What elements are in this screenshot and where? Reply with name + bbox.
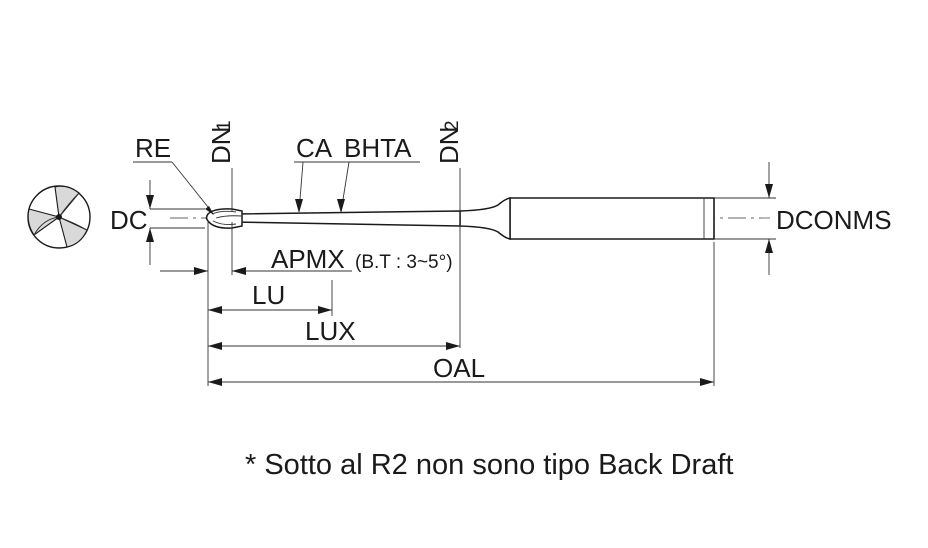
footnote: * Sotto al R2 non sono tipo Back Draft (245, 449, 733, 481)
oal-label: OAL (433, 353, 485, 383)
ca-label: CA (296, 133, 333, 163)
dc-label: DC (110, 205, 148, 235)
dn2-sub: 2 (442, 120, 463, 131)
dn1-label: DN (206, 126, 236, 164)
lux-label: LUX (305, 316, 356, 346)
dn2-label: DN (434, 126, 464, 164)
tool-body (205, 197, 715, 240)
lu-label: LU (252, 280, 285, 310)
re-label: RE (135, 133, 171, 163)
bhta-label: BHTA (344, 133, 412, 163)
bt-label: (B.T : 3~5°) (355, 252, 453, 273)
apmx-label: APMX (271, 244, 345, 274)
dn1-sub: 1 (214, 120, 235, 131)
three-flute-end-view-icon (27, 185, 91, 249)
dconms-label: DCONMS (776, 205, 892, 235)
